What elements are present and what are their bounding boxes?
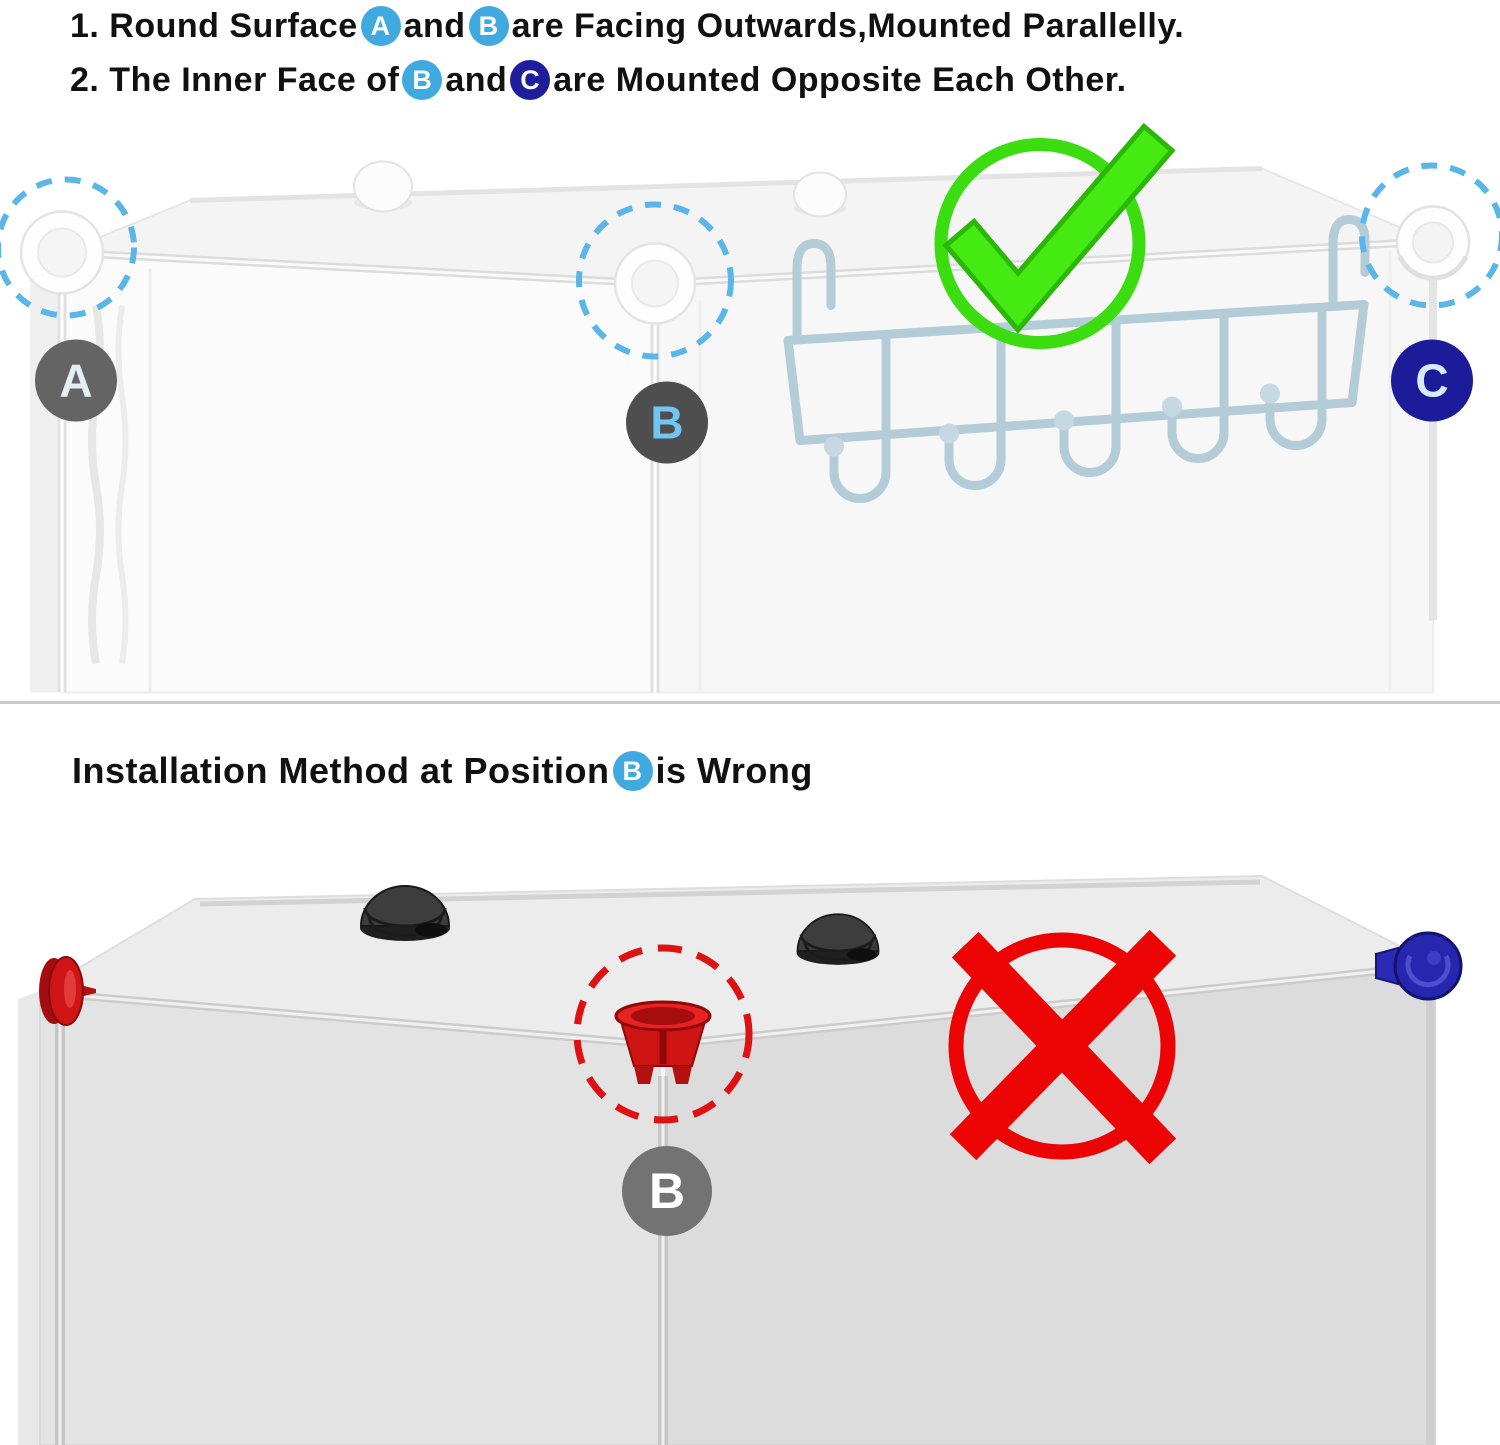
- connector-black-cap-1: [359, 885, 451, 941]
- dashed-circle-b: [576, 201, 734, 360]
- inline-badge-b-title: B: [612, 751, 653, 791]
- instruction-text: 2. The Inner Face of: [70, 60, 400, 99]
- instruction-text: and: [445, 60, 508, 99]
- title-text: is Wrong: [655, 750, 813, 791]
- position-badge-b: B: [626, 381, 708, 464]
- cabinet-gray: [18, 874, 1439, 1445]
- rack-bracket-left: [792, 238, 836, 343]
- inline-badge-b: B: [468, 6, 509, 46]
- title-text: Installation Method at Position: [72, 750, 610, 791]
- rack-top-bar: [783, 300, 1369, 345]
- connector-cap-a: [19, 210, 105, 295]
- svg-text:A: A: [59, 355, 92, 407]
- instruction-text: 1. Round Surface: [70, 6, 358, 45]
- connector-red-b-wrong: [614, 1000, 712, 1084]
- inline-badge-b2: B: [402, 60, 443, 100]
- position-badge-c: C: [1391, 339, 1473, 422]
- inline-badge-a: A: [360, 6, 401, 46]
- rack-lower-bar: [795, 398, 1357, 445]
- dashed-circle-c: [1359, 162, 1500, 309]
- position-badge-b-wrong: B: [622, 1146, 712, 1236]
- hook-ball-tips: [824, 383, 1280, 457]
- connector-cap-back-2: [793, 171, 847, 218]
- check-mark-icon: [934, 122, 1176, 349]
- connector-red-left: [39, 956, 96, 1026]
- connector-cap-b: [613, 242, 697, 325]
- dashed-circle-a: [0, 176, 137, 319]
- cross-mark-icon: [948, 929, 1177, 1165]
- hook-rack: [783, 214, 1370, 503]
- inline-badge-c: C: [510, 60, 551, 100]
- dashed-circle-b-wrong: [573, 944, 753, 1124]
- connector-cap-back-1: [353, 160, 413, 213]
- connector-black-cap-2: [796, 913, 880, 965]
- svg-text:B: B: [650, 397, 683, 449]
- instruction-text: and: [403, 6, 466, 45]
- instruction-text: are Facing Outwards,Mounted Parallelly.: [511, 6, 1185, 45]
- svg-text:C: C: [1415, 355, 1448, 407]
- connector-navy-right: [1375, 931, 1463, 1001]
- wrong-installation-illustration: B: [18, 874, 1463, 1445]
- instruction-text: are Mounted Opposite Each Other.: [553, 60, 1127, 99]
- correct-installation-illustration: A B C: [0, 122, 1500, 694]
- connector-cap-c: [1395, 205, 1471, 281]
- svg-text:B: B: [649, 1163, 685, 1219]
- position-badge-a: A: [35, 339, 117, 422]
- rack-bracket-right: [1328, 214, 1370, 307]
